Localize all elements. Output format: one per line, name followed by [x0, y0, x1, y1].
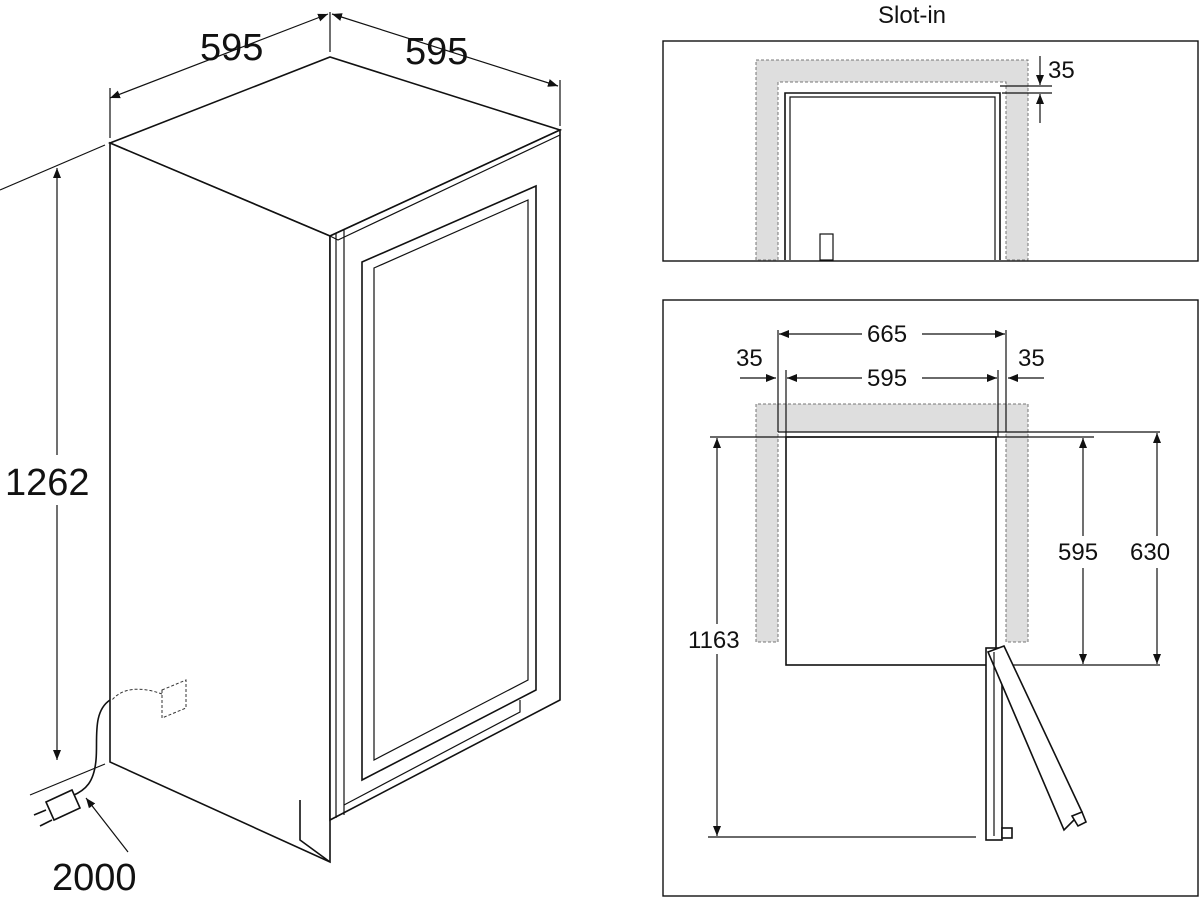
- depth-label: 595: [405, 31, 468, 73]
- plan-view: 665 595 35 35 595 630 1163: [662, 299, 1199, 897]
- slot-in-appliance: [784, 92, 1001, 260]
- plan-panel: [662, 299, 1199, 897]
- slot-in-niche: [755, 59, 1029, 261]
- door-glass-frame: [361, 184, 537, 782]
- cable-length-label: 2000: [52, 857, 137, 899]
- slot-in-title: Slot-in: [878, 2, 946, 29]
- door-open-label: 1163: [688, 627, 740, 654]
- door-front: [329, 128, 561, 822]
- cable-length-leader: [85, 797, 129, 853]
- cabinet-plinth: [299, 800, 331, 863]
- slot-in-handle: [819, 233, 834, 261]
- appliance-width-label: 595: [867, 365, 907, 392]
- width-label: 595: [200, 27, 263, 69]
- cabinet-base-edge: [343, 700, 521, 806]
- gap-left-label: 35: [736, 345, 763, 372]
- slot-in-gap-label: 35: [1048, 57, 1075, 84]
- cabinet-side: [109, 141, 331, 864]
- power-cable: [71, 699, 111, 797]
- width-dimension-line: [109, 13, 329, 99]
- open-door: [985, 644, 1088, 841]
- depth-dimension-line: [331, 13, 559, 87]
- cable-hidden: [111, 688, 163, 701]
- slot-in-panel: [662, 40, 1199, 262]
- niche-depth-label: 630: [1130, 539, 1170, 566]
- socket-outline: [161, 679, 187, 719]
- door-edge: [329, 134, 561, 818]
- appliance-depth-label: 595: [1058, 539, 1098, 566]
- slot-in-view: Slot-in 35: [662, 2, 1199, 262]
- niche-width-label: 665: [867, 321, 907, 348]
- plan-appliance: [785, 436, 997, 666]
- plan-niche: [755, 403, 1029, 643]
- height-label: 1262: [5, 462, 90, 504]
- isometric-view: 595 595 1262 2000: [0, 12, 563, 899]
- door-glass: [373, 199, 529, 761]
- plug-icon: [33, 788, 82, 827]
- gap-right-label: 35: [1018, 345, 1045, 372]
